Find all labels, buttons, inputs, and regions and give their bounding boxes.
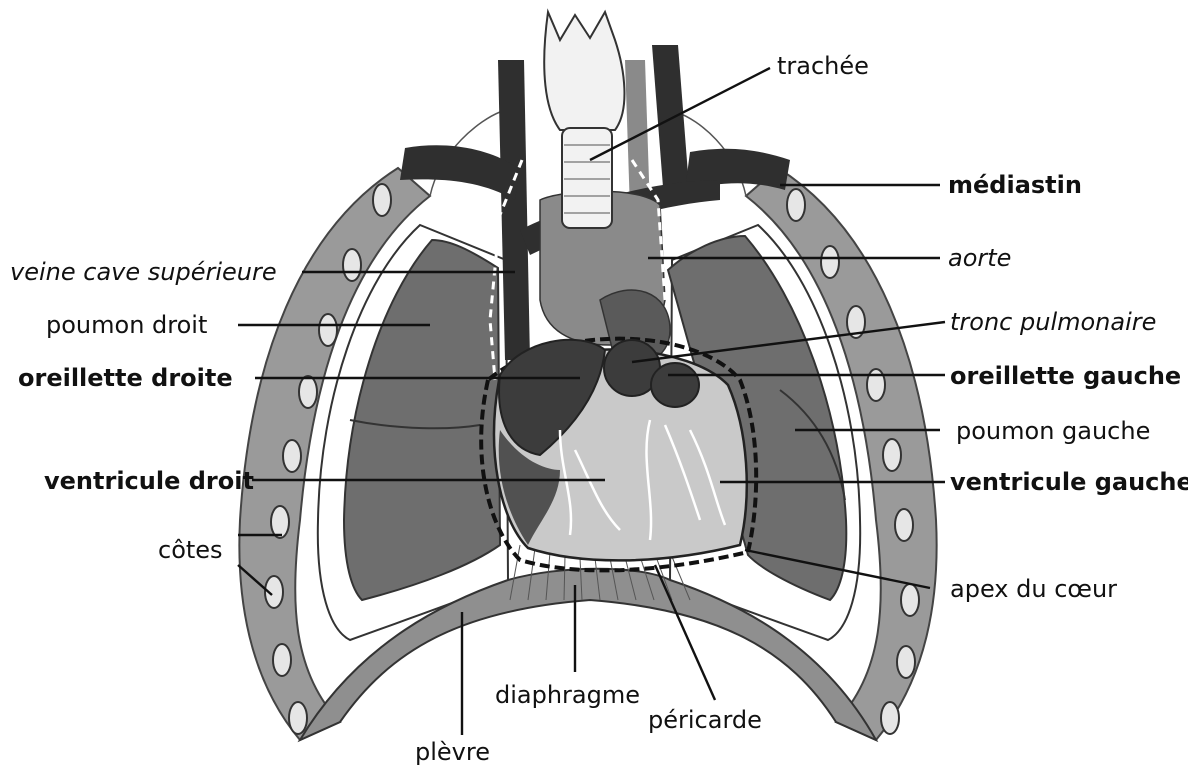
- larynx: [544, 12, 624, 130]
- label-apex: apex du cœur: [950, 575, 1117, 603]
- rib-section: [895, 509, 913, 541]
- jugular-vein-left: [652, 45, 690, 200]
- rib-section: [289, 702, 307, 734]
- left-atrium: [651, 363, 699, 407]
- rib-section: [319, 314, 337, 346]
- rib-section: [299, 376, 317, 408]
- rib-section: [883, 439, 901, 471]
- label-mediastin: médiastin: [948, 171, 1082, 199]
- label-trachee: trachée: [777, 52, 869, 80]
- label-ventricule-gauche: ventricule gauche: [950, 468, 1188, 496]
- label-ventricule-droit: ventricule droit: [44, 467, 254, 495]
- label-oreillette-droite: oreillette droite: [18, 364, 233, 392]
- rib-section: [897, 646, 915, 678]
- label-cotes: côtes: [158, 536, 223, 564]
- label-poumon-droit: poumon droit: [46, 311, 207, 339]
- label-poumon-gauche: poumon gauche: [956, 417, 1150, 445]
- rib-section: [787, 189, 805, 221]
- label-oreillette-gauche: oreillette gauche: [950, 362, 1181, 390]
- label-plevre: plèvre: [415, 738, 490, 766]
- heart: [481, 339, 756, 571]
- rib-section: [271, 506, 289, 538]
- rib-section: [283, 440, 301, 472]
- label-aorte: aorte: [948, 244, 1011, 272]
- label-pericarde: péricarde: [648, 706, 762, 734]
- rib-section: [821, 246, 839, 278]
- rib-section: [273, 644, 291, 676]
- label-diaphragme: diaphragme: [495, 681, 640, 709]
- label-tronc-pulmonaire: tronc pulmonaire: [950, 308, 1156, 336]
- label-veine-cave: veine cave supérieure: [10, 258, 277, 286]
- rib-section: [901, 584, 919, 616]
- right-lung: [344, 240, 500, 600]
- rib-section: [373, 184, 391, 216]
- rib-section: [343, 249, 361, 281]
- rib-section: [881, 702, 899, 734]
